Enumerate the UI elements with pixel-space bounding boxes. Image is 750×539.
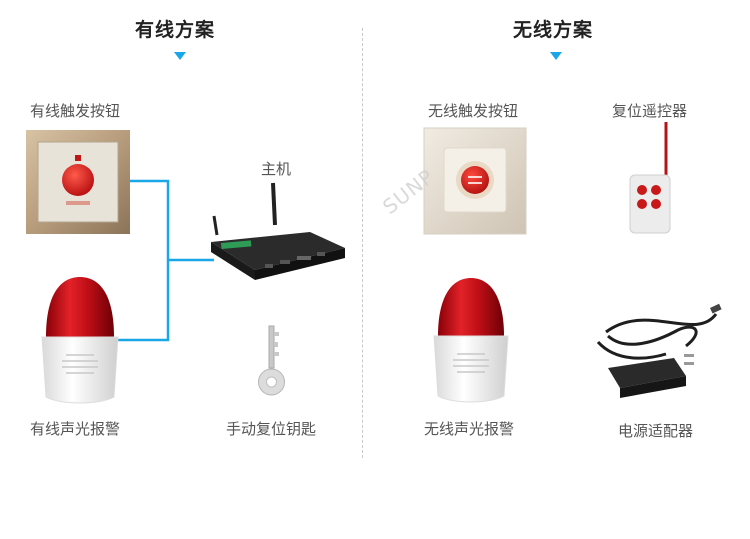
wireless-section-title: 无线方案: [513, 19, 594, 41]
wireless-trigger-button-image: [423, 127, 527, 235]
reset-remote-label: 复位遥控器: [612, 102, 688, 120]
power-adapter-image: [586, 302, 722, 412]
wired-trigger-button-label: 有线触发按钮: [30, 102, 121, 120]
wired-siren-image: [40, 275, 120, 405]
wired-trigger-button-image: [26, 130, 130, 234]
power-adapter-label: 电源适配器: [618, 422, 694, 440]
host-device-image: [205, 180, 345, 285]
wireless-title-arrow-icon: [550, 52, 562, 60]
wireless-siren-image: [432, 276, 510, 404]
wired-title-arrow-icon: [174, 52, 186, 60]
reset-remote-image: [626, 120, 676, 240]
reset-key-image: [257, 325, 287, 398]
wired-siren-label: 有线声光报警: [30, 420, 121, 438]
wired-section-title: 有线方案: [135, 19, 216, 41]
host-label: 主机: [261, 160, 292, 178]
reset-key-label: 手动复位钥匙: [226, 420, 317, 438]
section-divider: [362, 28, 363, 458]
wireless-trigger-button-label: 无线触发按钮: [428, 102, 519, 120]
wireless-siren-label: 无线声光报警: [424, 420, 515, 438]
